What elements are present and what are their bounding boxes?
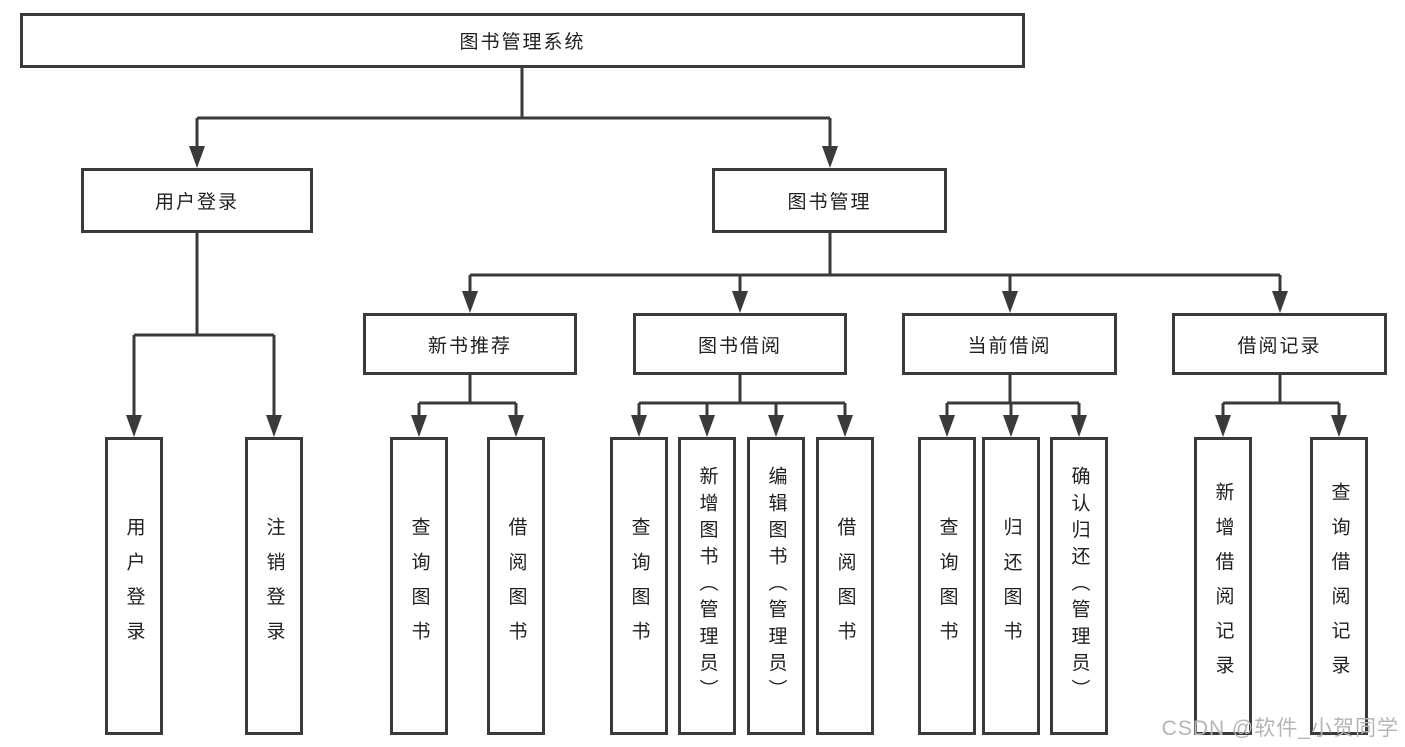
leaf-add-borrow-record: 新增借阅记录 [1194, 437, 1252, 735]
node-current-borrow: 当前借阅 [902, 313, 1117, 375]
leaf-user-login: 用户登录 [105, 437, 163, 735]
node-library-management-system: 图书管理系统 [20, 13, 1025, 68]
node-new-book-recommend: 新书推荐 [363, 313, 577, 375]
leaf-recommend-query-books: 查询图书 [390, 437, 448, 735]
leaf-borrow-query-books: 查询图书 [610, 437, 668, 735]
leaf-confirm-return-admin: 确认归还（管理员） [1050, 437, 1108, 735]
node-user-login: 用户登录 [81, 168, 313, 233]
leaf-current-query-books: 查询图书 [918, 437, 976, 735]
leaf-return-books: 归还图书 [982, 437, 1040, 735]
leaf-borrow-books: 借阅图书 [816, 437, 874, 735]
node-book-borrow: 图书借阅 [633, 313, 847, 375]
leaf-add-books-admin: 新增图书（管理员） [678, 437, 736, 735]
node-borrow-records: 借阅记录 [1172, 313, 1387, 375]
node-book-management: 图书管理 [712, 168, 947, 233]
leaf-recommend-borrow-books: 借阅图书 [487, 437, 545, 735]
leaf-logout: 注销登录 [245, 437, 303, 735]
leaf-query-borrow-record: 查询借阅记录 [1310, 437, 1368, 735]
leaf-edit-books-admin: 编辑图书（管理员） [747, 437, 805, 735]
